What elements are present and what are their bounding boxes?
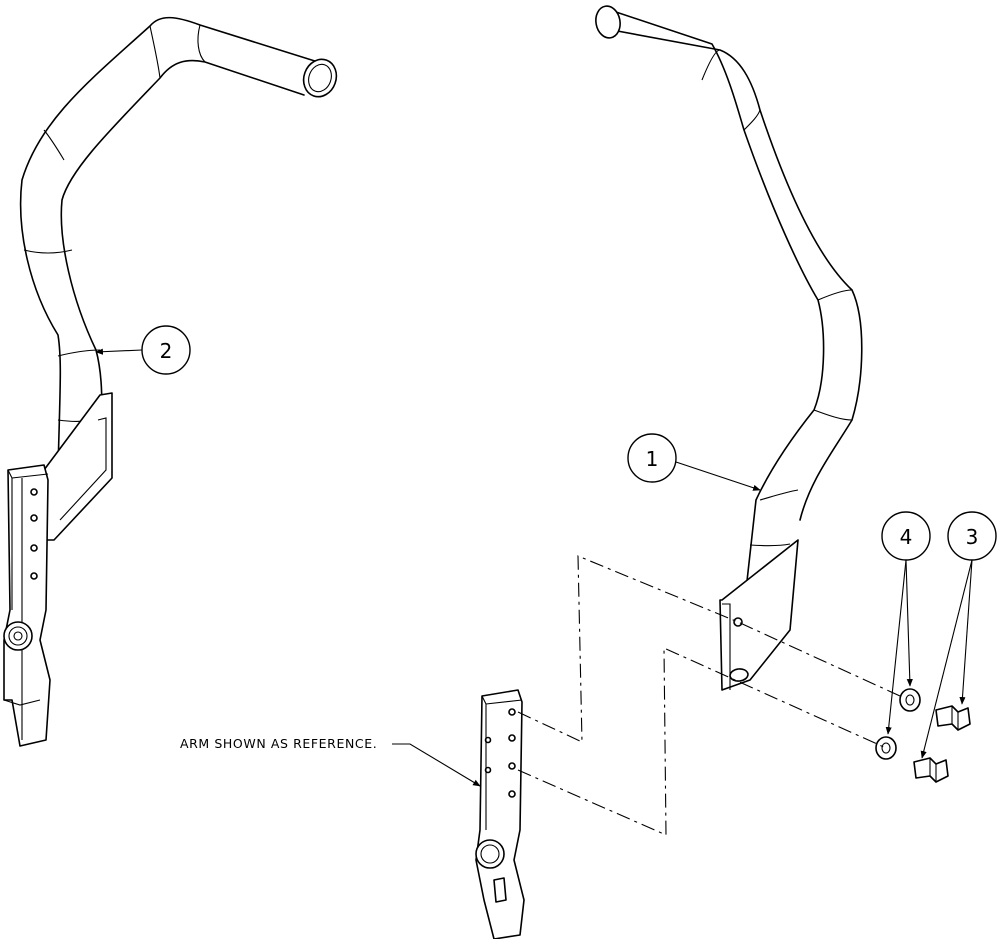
right-tube-end [595, 5, 621, 39]
left-tube-outer-edge [19, 16, 319, 471]
callout-2-label: 2 [160, 339, 173, 363]
callout-1-label: 1 [646, 447, 659, 471]
left-mount-plate [43, 392, 113, 541]
bolt-upper [935, 705, 971, 731]
callout-1: 1 [627, 433, 761, 491]
bolt-lower [913, 757, 949, 783]
hardware-parts [875, 688, 971, 783]
washer-upper [899, 688, 921, 712]
callout-4-label: 4 [900, 525, 913, 549]
right-tube-inner-edge [603, 7, 825, 591]
reference-note-text: ARM SHOWN AS REFERENCE. [180, 736, 377, 751]
center-reference-arm [475, 689, 525, 939]
assembly-centerlines [517, 555, 901, 836]
callout-3: 3 [920, 511, 997, 759]
left-tube-end [302, 58, 338, 98]
callout-3-label: 3 [966, 525, 979, 549]
right-bracket-plate [719, 539, 799, 691]
callout-4: 4 [881, 511, 931, 735]
left-tube-inner-edge [60, 59, 305, 471]
callout-2: 2 [95, 325, 191, 375]
left-armrest-assembly [3, 16, 338, 747]
right-armrest-assembly [595, 5, 863, 691]
left-reference-arm [3, 464, 51, 747]
reference-note: ARM SHOWN AS REFERENCE. [180, 736, 481, 787]
washer-lower [875, 736, 897, 760]
